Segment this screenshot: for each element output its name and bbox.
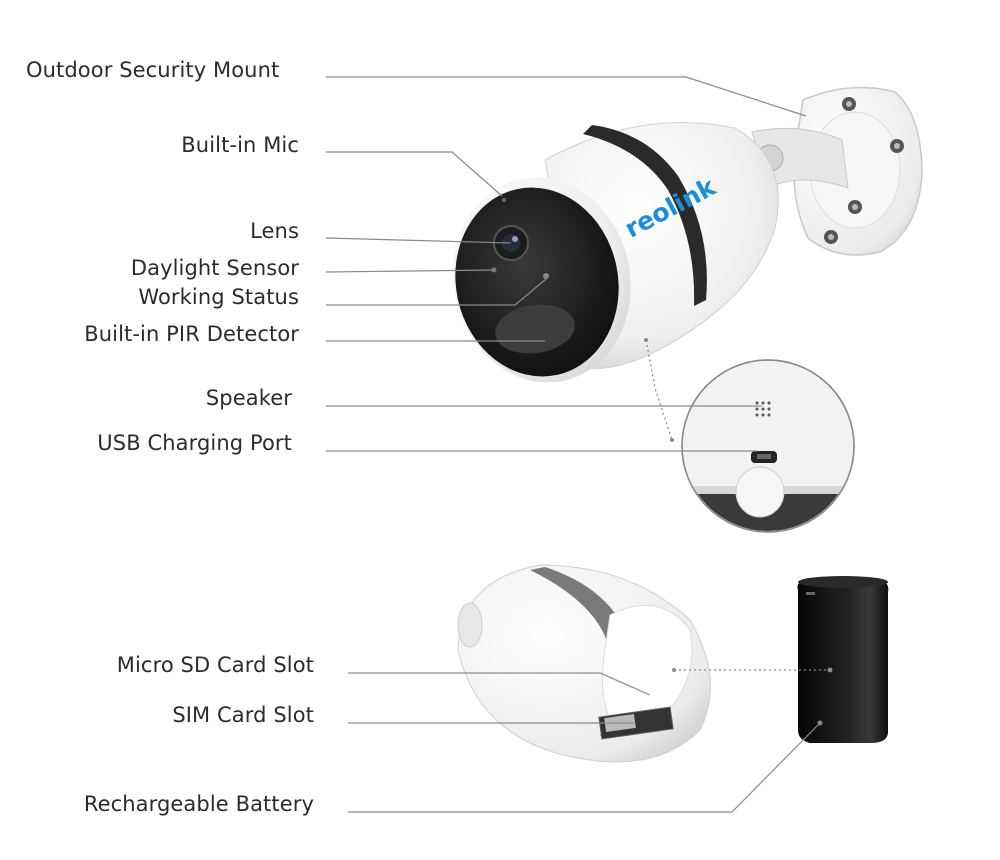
label-speaker: Speaker (205, 386, 292, 410)
label-working-status: Working Status (138, 285, 299, 309)
label-built-in-mic: Built-in Mic (181, 133, 299, 157)
label-daylight-sensor: Daylight Sensor (130, 256, 299, 280)
outdoor-security-mount (751, 86, 923, 256)
label-lens: Lens (250, 219, 299, 243)
label-sim-card-slot: SIM Card Slot (172, 703, 314, 727)
label-usb-charging-port: USB Charging Port (97, 431, 292, 455)
camera-body (453, 121, 779, 383)
leader-lines (325, 76, 830, 813)
charging-port-inset (681, 359, 855, 533)
label-micro-sd-card-slot: Micro SD Card Slot (116, 653, 314, 677)
battery (797, 576, 889, 743)
label-pir-detector: Built-in PIR Detector (84, 322, 299, 346)
camera-open-shell (457, 564, 711, 763)
leader-dots (644, 338, 833, 726)
speaker-grille (755, 401, 771, 417)
label-rechargeable-battery: Rechargeable Battery (83, 792, 314, 816)
label-outdoor-security-mount: Outdoor Security Mount (26, 58, 280, 82)
